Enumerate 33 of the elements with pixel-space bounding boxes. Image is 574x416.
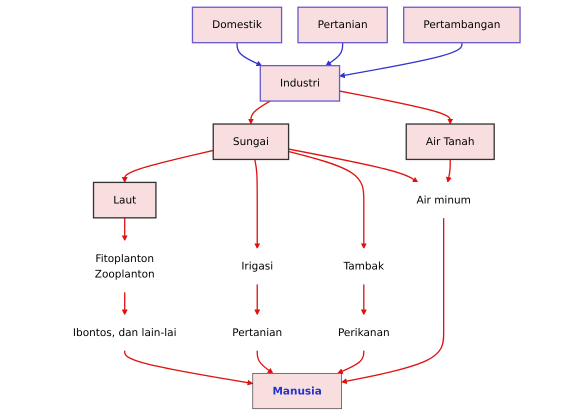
arrow xyxy=(124,350,254,386)
node-box: Industri xyxy=(260,64,341,102)
arrow xyxy=(248,100,271,124)
arrow xyxy=(256,350,274,374)
node-text: Irigasi xyxy=(242,260,274,272)
arrow xyxy=(340,90,454,124)
node-box: Pertambangan xyxy=(403,6,522,44)
arrow xyxy=(340,42,463,78)
arrow xyxy=(288,148,418,183)
node-box: Laut xyxy=(93,182,157,218)
node-box: Domestik xyxy=(192,6,283,44)
arrow xyxy=(122,292,128,316)
arrow xyxy=(254,159,260,249)
arrow xyxy=(446,159,452,183)
node-text: Fitoplanton Zooplanton xyxy=(95,252,156,280)
arrow xyxy=(342,218,445,384)
node-text: Tambak xyxy=(344,260,384,272)
arrow xyxy=(254,284,260,316)
node-text: Pertanian xyxy=(232,326,283,339)
arrow xyxy=(326,42,344,66)
node-box: Pertanian xyxy=(298,6,388,44)
node-box: Air Tanah xyxy=(406,123,496,160)
node-box: Manusia xyxy=(252,372,342,410)
node-box: Sungai xyxy=(212,123,290,160)
node-text: Ibontos, dan lain-lai xyxy=(73,326,177,339)
arrow xyxy=(236,42,262,66)
node-text: Perikanan xyxy=(338,326,390,339)
node-text: Air minum xyxy=(416,194,472,206)
arrow xyxy=(288,150,368,249)
arrow xyxy=(122,218,128,242)
arrow xyxy=(361,284,368,316)
arrow xyxy=(122,150,214,183)
arrow xyxy=(338,350,365,374)
